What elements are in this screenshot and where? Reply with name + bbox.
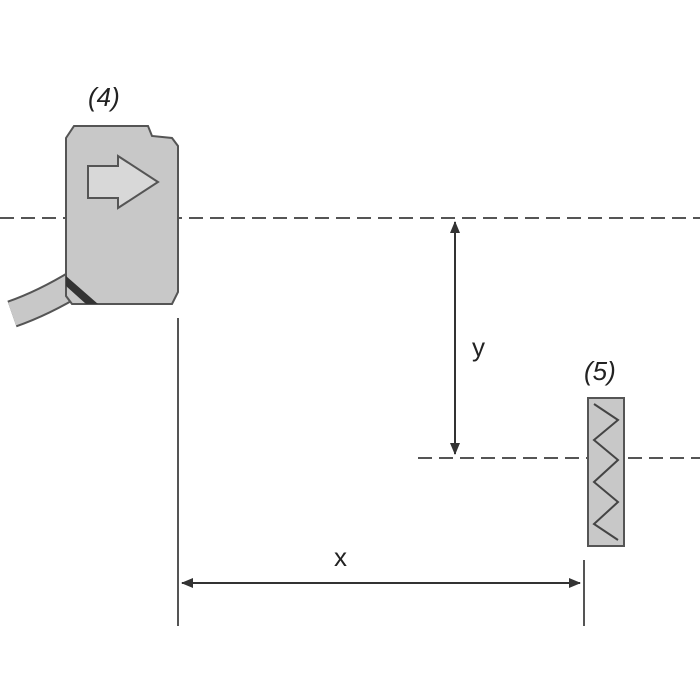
y-label: y xyxy=(472,332,485,362)
x-label: x xyxy=(334,542,347,572)
zigzag-icon xyxy=(592,403,620,541)
cable-gland xyxy=(66,276,98,304)
sensor-label: (4) xyxy=(88,82,120,112)
reflector-label: (5) xyxy=(584,356,616,386)
sensor-body xyxy=(65,125,179,305)
reflector xyxy=(587,397,625,547)
right-arrow-icon xyxy=(87,154,160,210)
